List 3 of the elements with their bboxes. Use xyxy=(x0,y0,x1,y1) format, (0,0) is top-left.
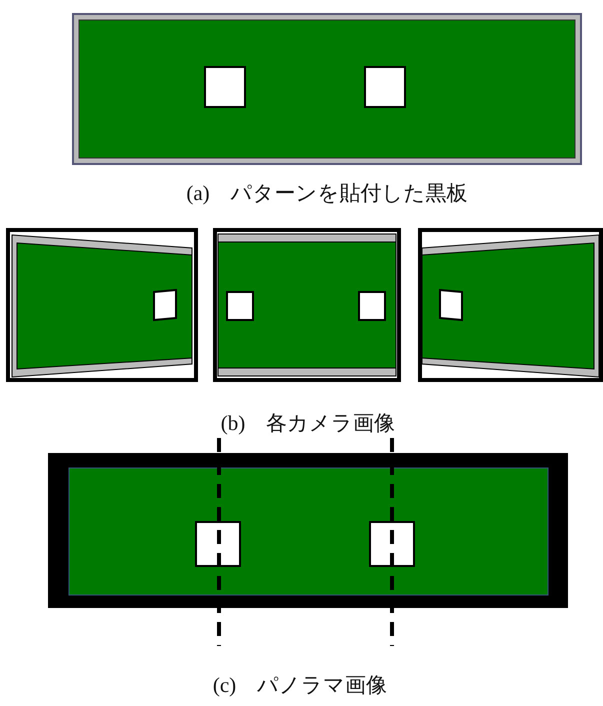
figure-caption: (b) 各カメラ画像 xyxy=(220,410,396,436)
figure-caption: (a) パターンを貼付した黒板 xyxy=(186,180,468,206)
figure-caption: (c) パノラマ画像 xyxy=(212,672,388,698)
